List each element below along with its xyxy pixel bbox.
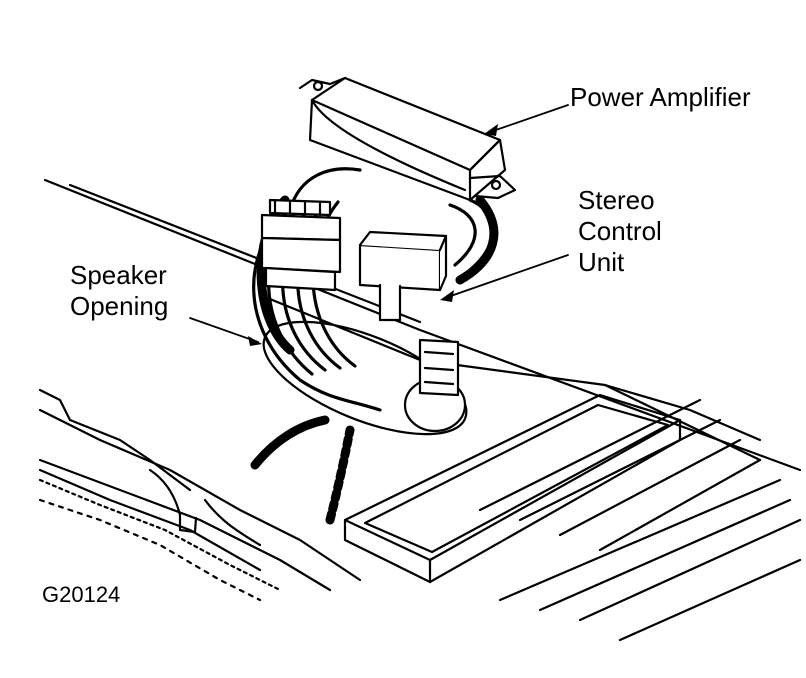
wiring-harness [38, 388, 362, 602]
stereo-control-unit-line-1: Stereo [578, 185, 655, 215]
speaker-opening-line-1: Speaker [70, 260, 167, 290]
package-tray [43, 178, 802, 642]
connector-block-left [260, 198, 342, 292]
power-amplifier-label: Power Amplifier [570, 82, 751, 112]
figure-id: G20124 [42, 582, 121, 607]
power-amplifier [298, 76, 517, 202]
leader-lines [189, 104, 569, 343]
connector-right [418, 338, 460, 397]
speaker-opening-label: Speaker Opening [70, 260, 168, 322]
stereo-control-unit-line-2: Control [578, 216, 662, 246]
stereo-control-unit [358, 230, 448, 322]
leader-arrowheads [248, 124, 498, 346]
stereo-control-unit-line-3: Unit [578, 247, 625, 277]
stereo-control-unit-label: Stereo Control Unit [578, 185, 662, 278]
speaker-opening-line-2: Opening [70, 291, 169, 321]
